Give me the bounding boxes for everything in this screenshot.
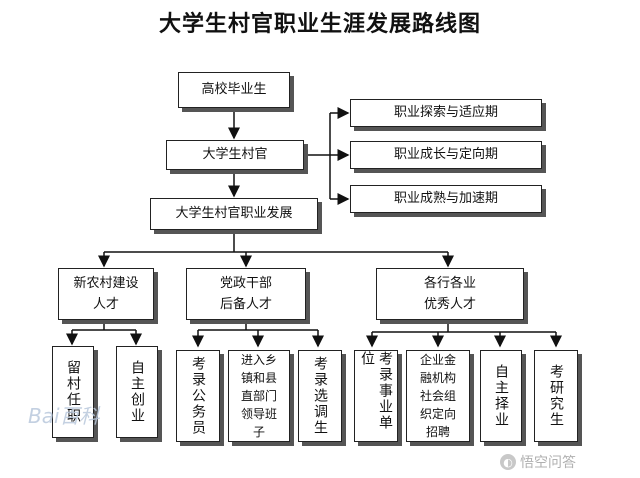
node-stage-explore-label: 职业探索与适应期 bbox=[393, 105, 498, 120]
node-career-development: 大学生村官职业发展 bbox=[150, 198, 318, 230]
node-graduate-label: 高校毕业生 bbox=[201, 82, 267, 97]
node-stage-explore: 职业探索与适应期 bbox=[350, 99, 542, 127]
watermark-wukong: ◐ 悟空问答 bbox=[500, 452, 576, 472]
leaf-self-employment: 自主择业 bbox=[480, 350, 522, 442]
node-branch-industry-label: 各行各业 优秀人才 bbox=[423, 276, 476, 312]
node-stage-mature-label: 职业成熟与加速期 bbox=[393, 191, 498, 206]
leaf-selected-graduate: 考录选调生 bbox=[298, 350, 342, 442]
leaf-startup: 自主创业 bbox=[116, 346, 158, 438]
leaf-startup-label: 自主创业 bbox=[129, 360, 145, 424]
leaf-selected-graduate-label: 考录选调生 bbox=[312, 356, 328, 436]
node-career-development-label: 大学生村官职业发展 bbox=[175, 206, 293, 221]
node-village-official: 大学生村官 bbox=[166, 140, 304, 170]
node-branch-industry: 各行各业 优秀人才 bbox=[376, 268, 524, 320]
node-graduate: 高校毕业生 bbox=[178, 72, 290, 108]
leaf-graduate-school-label: 考研究生 bbox=[548, 364, 564, 428]
node-stage-mature: 职业成熟与加速期 bbox=[350, 185, 542, 213]
watermark-baike: Bai百科 bbox=[28, 404, 100, 428]
leaf-township-leadership-label: 进入乡 镇和县 直部门 领导班 子 bbox=[240, 353, 277, 439]
node-village-official-label: 大学生村官 bbox=[202, 147, 268, 162]
leaf-enterprise-recruitment-label: 企业金 融机构 社会组 织定向 招聘 bbox=[419, 353, 456, 439]
node-stage-growth-label: 职业成长与定向期 bbox=[393, 147, 498, 162]
leaf-enterprise-recruitment: 企业金 融机构 社会组 织定向 招聘 bbox=[406, 350, 470, 442]
node-branch-rural-label: 新农村建设 人才 bbox=[73, 276, 139, 312]
leaf-graduate-school: 考研究生 bbox=[534, 350, 578, 442]
node-branch-rural: 新农村建设 人才 bbox=[58, 268, 154, 320]
node-stage-growth: 职业成长与定向期 bbox=[350, 141, 542, 169]
node-branch-party: 党政干部 后备人才 bbox=[186, 268, 306, 320]
leaf-stay-in-village-label: 留村任职 bbox=[65, 360, 81, 424]
wukong-logo-icon: ◐ bbox=[500, 454, 516, 470]
diagram-title: 大学生村官职业生涯发展路线图 bbox=[158, 12, 481, 37]
leaf-township-leadership: 进入乡 镇和县 直部门 领导班 子 bbox=[228, 350, 290, 442]
watermark-wukong-label: 悟空问答 bbox=[520, 455, 576, 471]
leaf-public-institution: 考录事业单位 bbox=[354, 350, 398, 442]
leaf-public-institution-label: 考录事业单位 bbox=[359, 351, 393, 431]
leaf-civil-service-label: 考录公务员 bbox=[190, 356, 206, 436]
leaf-stay-in-village: 留村任职 bbox=[52, 346, 94, 438]
node-branch-party-label: 党政干部 后备人才 bbox=[219, 276, 272, 312]
leaf-civil-service: 考录公务员 bbox=[176, 350, 220, 442]
leaf-self-employment-label: 自主择业 bbox=[493, 364, 509, 428]
